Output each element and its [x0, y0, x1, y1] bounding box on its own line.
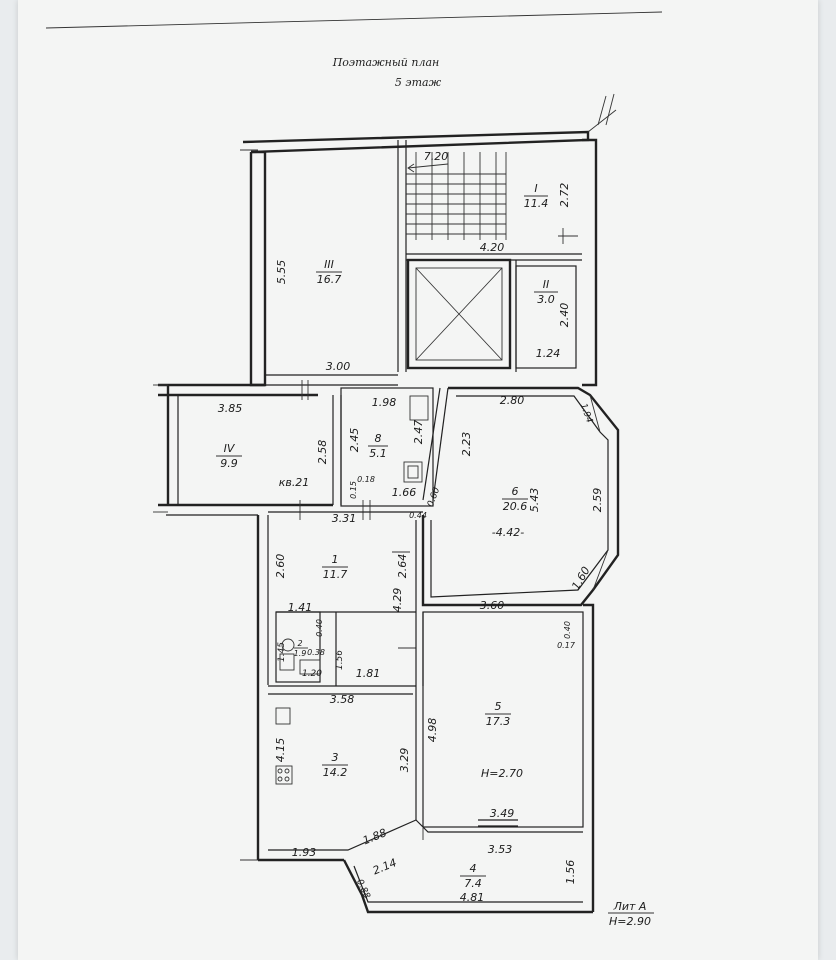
room-2: 2 1.9 [294, 639, 308, 658]
dim-040b: 0.40 [563, 621, 572, 639]
dim-349: 3.49 [490, 807, 515, 820]
dim-188: 1.88 [361, 826, 389, 847]
svg-text:8: 8 [375, 432, 382, 445]
svg-text:11.4: 11.4 [524, 197, 549, 210]
dim-555: 5.55 [275, 260, 288, 285]
svg-text:20.6: 20.6 [503, 500, 528, 513]
kv-label: кв.21 [279, 476, 310, 489]
dim-498: 4.98 [426, 718, 439, 743]
dim-429: 4.29 [391, 588, 404, 613]
dim-017: 0.17 [557, 641, 576, 650]
svg-text:I: I [534, 182, 537, 195]
svg-text:14.2: 14.2 [323, 766, 348, 779]
dim-442: -4.42- [492, 526, 524, 539]
dim-193: 1.93 [292, 846, 317, 859]
svg-text:17.3: 17.3 [486, 715, 511, 728]
svg-text:16.7: 16.7 [317, 273, 342, 286]
dim-044: 0.44 [409, 511, 427, 520]
dim-145: 1.45 [277, 642, 287, 662]
dim-124: 1.24 [536, 347, 561, 360]
footer-height: Н=2.90 [609, 915, 651, 928]
room-8: 8 5.1 [368, 432, 388, 460]
dim-245: 2.45 [348, 428, 361, 453]
dim-260: 2.60 [274, 554, 287, 579]
svg-text:III: III [324, 258, 334, 271]
dim-060: 0.60 [426, 486, 442, 509]
dim-015: 0.15 [349, 481, 358, 499]
room-labels: I 11.4 II 3.0 III 16.7 IV 9.9 8 5.1 6 20… [216, 182, 558, 890]
dim-385: 3.85 [218, 402, 243, 415]
dim-259: 2.59 [591, 488, 604, 513]
dim-258: 2.58 [316, 440, 329, 465]
svg-text:5: 5 [495, 700, 502, 713]
dim-198: 1.98 [372, 396, 397, 409]
plan-title: Поэтажный план [332, 56, 440, 69]
dim-223: 2.23 [460, 432, 473, 457]
dim-481: 4.81 [460, 891, 485, 904]
floor-plan-drawing: Поэтажный план 5 этаж [45, 11, 663, 928]
dim-156b: 1.56 [564, 860, 577, 885]
dim-331: 3.31 [332, 512, 357, 525]
room-stair: I 11.4 [524, 182, 549, 210]
dimension-labels: 7.20 2.72 4.20 5.55 2.40 1.24 3.00 3.85 … [218, 150, 604, 904]
dim-018: 0.18 [357, 475, 375, 484]
svg-text:9.9: 9.9 [220, 457, 238, 470]
room-hall-III: III 16.7 [316, 258, 342, 286]
dim-214: 2.14 [371, 856, 399, 877]
svg-text:6: 6 [512, 485, 519, 498]
svg-text:1: 1 [332, 553, 339, 566]
svg-text:4: 4 [470, 862, 477, 875]
svg-text:5.1: 5.1 [369, 447, 387, 460]
dim-038: 0.38 [307, 648, 325, 657]
sheet-top-line [45, 11, 663, 29]
dim-280: 2.80 [500, 394, 525, 407]
walls [153, 93, 620, 914]
footer-lit: Лит А [613, 900, 647, 913]
dim-166: 1.66 [392, 486, 417, 499]
room-IV: IV 9.9 [216, 442, 242, 470]
dim-141: 1.41 [288, 601, 313, 614]
dim-240: 2.40 [558, 303, 571, 328]
svg-text:2: 2 [297, 639, 302, 648]
room-6: 6 20.6 [502, 485, 528, 513]
dim-353: 3.53 [488, 843, 513, 856]
dim-247: 2.47 [412, 420, 425, 445]
dim-329: 3.29 [398, 748, 411, 773]
dim-194: 1.94 [578, 402, 594, 425]
dim-120: 1.20 [302, 669, 322, 679]
plan-floor: 5 этаж [395, 76, 442, 89]
svg-text:11.7: 11.7 [323, 568, 348, 581]
dim-272: 2.72 [558, 183, 571, 208]
svg-text:7.4: 7.4 [464, 877, 482, 890]
dim-358: 3.58 [330, 693, 355, 706]
room-5: 5 17.3 [485, 700, 511, 728]
room-lift-hall: II 3.0 [534, 278, 558, 306]
room-1: 1 11.7 [322, 553, 348, 581]
svg-text:IV: IV [224, 442, 236, 455]
svg-text:II: II [543, 278, 550, 291]
dim-720: 7.20 [424, 150, 449, 163]
room-4: 4 7.4 [460, 862, 486, 890]
ceiling-height-label: Н=2.70 [481, 767, 523, 780]
plan-sheet: Поэтажный план 5 этаж [18, 0, 818, 960]
dim-360: 3.60 [480, 599, 505, 612]
dim-156: 1.56 [335, 650, 345, 670]
dim-543: 5.43 [528, 488, 541, 513]
svg-text:1.9: 1.9 [294, 649, 307, 658]
dim-300: 3.00 [326, 360, 351, 373]
svg-text:3.0: 3.0 [537, 293, 555, 306]
dim-181: 1.81 [356, 667, 381, 680]
dim-264: 2.64 [396, 554, 409, 579]
dim-088: 0.88 [354, 878, 372, 901]
dim-040a: 0.40 [315, 619, 324, 637]
room-3: 3 14.2 [322, 751, 348, 779]
dim-160: 1.60 [569, 564, 593, 592]
svg-text:3: 3 [332, 751, 339, 764]
dim-415: 4.15 [274, 738, 287, 763]
dim-420: 4.20 [480, 241, 505, 254]
